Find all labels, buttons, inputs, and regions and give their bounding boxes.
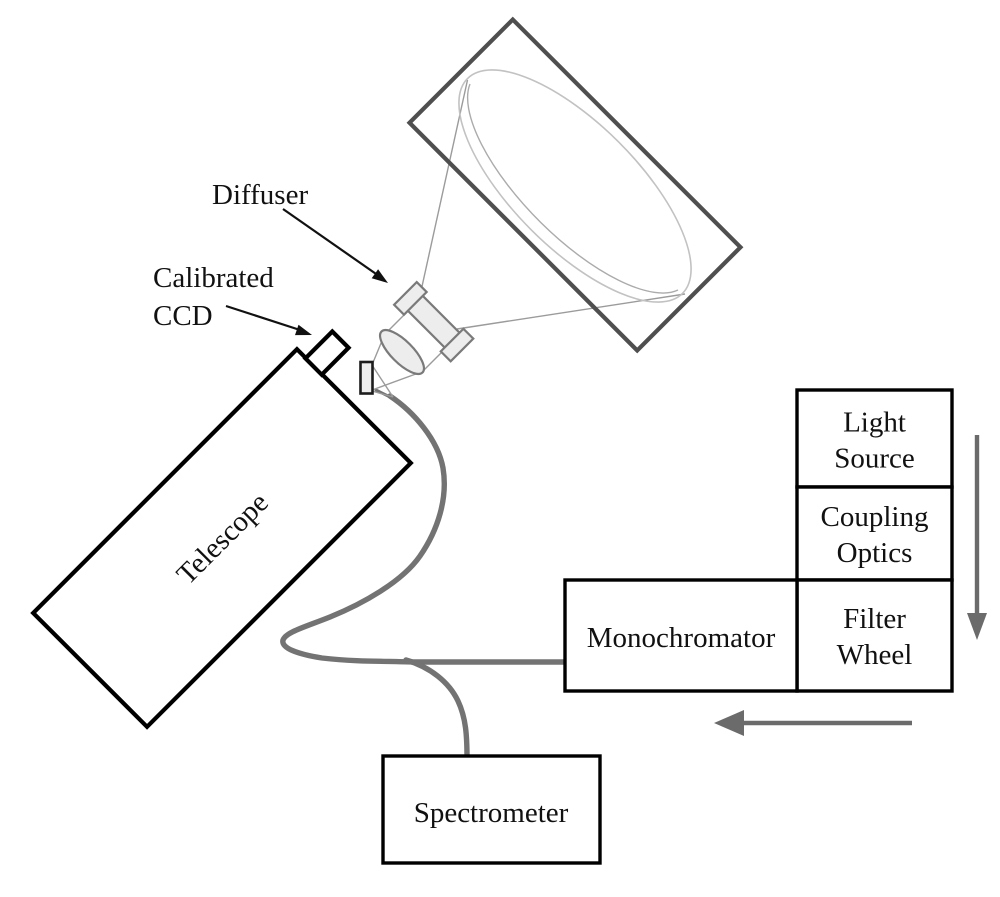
calibrated-ccd-box bbox=[302, 328, 352, 378]
fiber-cable-spectrometer-branch bbox=[403, 657, 470, 761]
calibrated-ccd-label-line2: CCD bbox=[153, 300, 213, 332]
beam-slit-to-fiber-lower bbox=[371, 390, 394, 398]
light-source-label-line2: Source bbox=[834, 443, 915, 475]
slit bbox=[359, 360, 374, 395]
telescope-body bbox=[30, 346, 414, 730]
calibrated-ccd-label-line1: Calibrated bbox=[153, 262, 274, 294]
light-cone-upper-edge bbox=[420, 79, 469, 292]
monochromator-box bbox=[563, 578, 799, 693]
filter-wheel-label-line2: Wheel bbox=[837, 639, 913, 671]
coupling-optics-box bbox=[795, 485, 954, 582]
diffuser-pointer-head bbox=[371, 269, 388, 283]
light-source-label-line1: Light bbox=[843, 407, 906, 439]
light-spot-inner-arc bbox=[466, 83, 679, 294]
filter-wheel-box bbox=[795, 578, 954, 693]
light-spot-ellipse bbox=[458, 69, 692, 303]
projection-screen bbox=[406, 16, 744, 354]
diffuser-group bbox=[392, 280, 475, 363]
monochromator-label: Monochromator bbox=[587, 622, 776, 654]
lens bbox=[378, 328, 426, 376]
beam-slit-to-fiber-upper bbox=[371, 364, 394, 398]
spectrometer-label: Spectrometer bbox=[414, 797, 569, 829]
coupling-optics-label-line1: Coupling bbox=[821, 501, 929, 533]
diffuser-end-cap-back bbox=[439, 327, 475, 363]
light-cone-lower-edge bbox=[456, 293, 686, 330]
telescope-group bbox=[30, 328, 414, 730]
fiber-cable-main bbox=[280, 393, 575, 665]
flow-arrow-left-head bbox=[714, 710, 744, 736]
coupling-optics-label-line2: Optics bbox=[837, 537, 913, 569]
spectrometer-box bbox=[381, 754, 602, 865]
diffuser-end-cap-front bbox=[392, 280, 429, 317]
ccd-pointer-line bbox=[225, 304, 301, 332]
light-source-box bbox=[795, 388, 954, 489]
diffuser-pointer-line bbox=[282, 208, 380, 277]
diffuser-label: Diffuser bbox=[212, 179, 308, 211]
ccd-pointer-head bbox=[295, 324, 312, 336]
filter-wheel-label-line1: Filter bbox=[843, 603, 906, 635]
flow-arrow-down-head bbox=[967, 613, 987, 640]
